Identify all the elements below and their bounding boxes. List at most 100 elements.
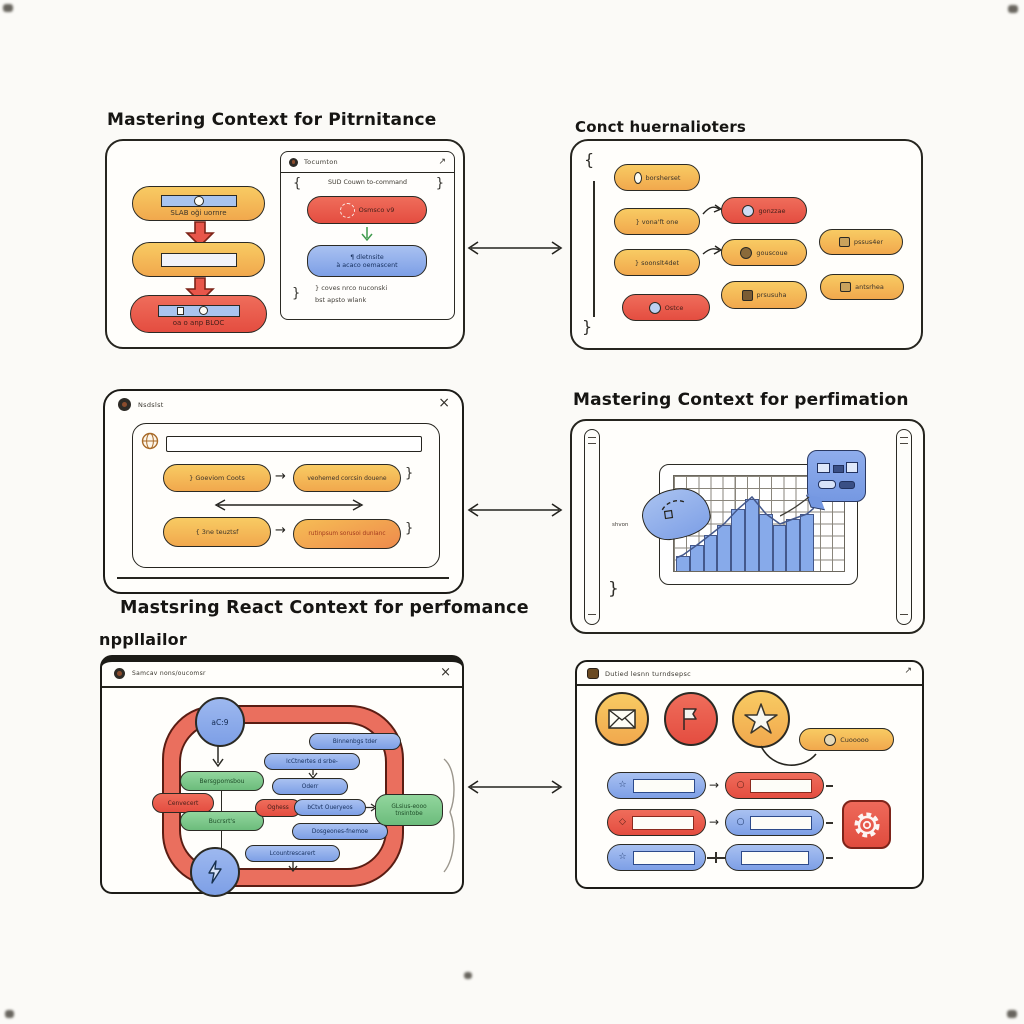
bubble-glyph (833, 465, 844, 473)
bubble-connector-line (780, 496, 810, 517)
node-label: gouscoue (756, 248, 788, 257)
left-scrollbar[interactable] (584, 429, 600, 625)
chart-bar (786, 519, 801, 571)
chart-bar (717, 524, 732, 571)
globe-icon (141, 432, 159, 450)
square-icon (840, 282, 852, 292)
chart-bar (676, 555, 690, 571)
progress-bar-empty (160, 252, 237, 267)
flow-node-label: lcCtnertes d srbe- (286, 758, 338, 765)
external-arrow-icon[interactable]: ↗ (438, 156, 446, 167)
mini-progress-bar (632, 778, 695, 793)
arrow-right-icon: → (709, 778, 720, 792)
panel4-title: Mastering Context for perfimation (573, 390, 909, 410)
code-blue-pill: ¶ dletnsite à acaco oemascent (307, 245, 427, 277)
row2-brace: } (405, 521, 414, 536)
panel3-window-title: Nsdslst (138, 400, 164, 409)
node-label: borsherset (645, 173, 681, 182)
app-dot-icon (114, 668, 125, 679)
mini-progress-bar (631, 815, 694, 830)
flow-node: Bersgpomsbou (180, 771, 264, 791)
panel5-title: Mastsring React Context for perfomance (120, 598, 529, 618)
right-scrollbar[interactable] (896, 429, 912, 625)
node-pill: antsrhea (820, 274, 904, 300)
panel2-title: Conct huernalioters (575, 118, 747, 136)
flag-icon (683, 708, 697, 730)
lightning-icon (208, 860, 222, 884)
step-label: veohemed corcsin douene (307, 474, 387, 482)
red-down-arrow-icon (185, 221, 215, 248)
end-tick (826, 785, 833, 787)
progress-pill: ○ (725, 809, 824, 836)
node-label: } vona'ft one (635, 217, 679, 226)
subwindow-title: Tocumton (304, 158, 338, 166)
code-footer-1: } coves nrco nuconski (315, 284, 388, 292)
panel3-titlebar: Nsdslst (118, 398, 164, 411)
node-label: gonzzae (758, 206, 786, 215)
gear-tile (842, 800, 891, 849)
row1-brace: } (405, 466, 414, 481)
flag-circle (664, 692, 718, 746)
flow-node: Cenvecert (152, 793, 214, 813)
external-arrow-icon[interactable]: ↗ (904, 666, 912, 676)
diamond-glyph-icon: ◇ (619, 817, 626, 827)
node-label: pssus4er (853, 238, 884, 246)
star-glyph-icon: ☆ (618, 780, 627, 790)
side-brace-curve (443, 758, 455, 873)
dark-square-icon (741, 289, 753, 301)
double-arrow-row3 (467, 780, 563, 794)
progress-pill: ○ (725, 772, 824, 799)
flow-node-label: bCtvt Oueryeos (307, 804, 353, 811)
bubble-glyph (818, 480, 836, 489)
app-dot-icon (289, 157, 298, 167)
chart-curve (676, 495, 814, 559)
panel1-title: Mastering Context for Pitrnitance (107, 110, 437, 130)
dark-dot-icon (740, 246, 753, 259)
flow-circle-top-label: aC:9 (211, 717, 229, 727)
close-icon[interactable]: × (440, 665, 451, 680)
mini-progress-bar (740, 850, 809, 865)
address-bar[interactable] (166, 436, 422, 452)
circle-glyph-icon: ○ (736, 780, 745, 790)
blue-dot-icon (648, 301, 661, 314)
close-icon[interactable]: × (438, 395, 450, 411)
flow-pill-1: SLAB oği uornre (132, 186, 265, 221)
node-label: } soonslt4det (634, 258, 680, 267)
flow-pill-3: oa o anp BLOC (130, 295, 267, 333)
bubble-glyph (846, 462, 858, 473)
panel6-window-title: Dutied lesnn turndsepsc (605, 669, 692, 678)
star-icon (744, 703, 778, 734)
flow-circle-top: aC:9 (195, 697, 245, 747)
panel3-window: Nsdslst × } Goeviom Coots → veohemed cor… (103, 389, 464, 594)
titlebar-divider (577, 684, 922, 686)
node-label: Ostce (664, 303, 684, 312)
end-tick (826, 857, 833, 859)
progress-knob-icon (198, 306, 208, 315)
panel2: { } borsherset } vona'ft one } soonslt4d… (570, 139, 923, 350)
chart-bar (772, 524, 787, 571)
footer-line (117, 577, 449, 579)
double-arrow-row1 (467, 241, 563, 255)
mini-progress-bar (750, 778, 813, 793)
double-arrow-icon (214, 499, 364, 511)
flow-node-label: Lcountrescarert (269, 850, 316, 857)
panel6-titlebar: Dutied lesnn turndsepsc (587, 668, 691, 679)
speech-bubble (806, 450, 866, 511)
node-pill: } vona'ft one (614, 208, 700, 235)
progress-pill: ☆ (607, 844, 706, 871)
flow-node: bCtvt Oueryeos (294, 799, 366, 816)
node-pill: Ostce (622, 294, 710, 321)
progress-pill: ☆ (607, 772, 706, 799)
code-footer-2: bst apsto wlank (315, 296, 367, 304)
arrow-right-icon: → (275, 523, 286, 538)
corner-smudge (1008, 5, 1018, 13)
node-pill: gouscoue (721, 239, 807, 266)
app-square-icon (587, 668, 599, 679)
envelope-icon (608, 709, 636, 729)
step-pill: { 3ne teuztsf (163, 517, 271, 547)
blue-dot-icon (742, 204, 755, 217)
node-pill: borsherset (614, 164, 700, 191)
flow-node-label: Oghess (267, 805, 289, 811)
bubble-glyph (817, 463, 830, 473)
